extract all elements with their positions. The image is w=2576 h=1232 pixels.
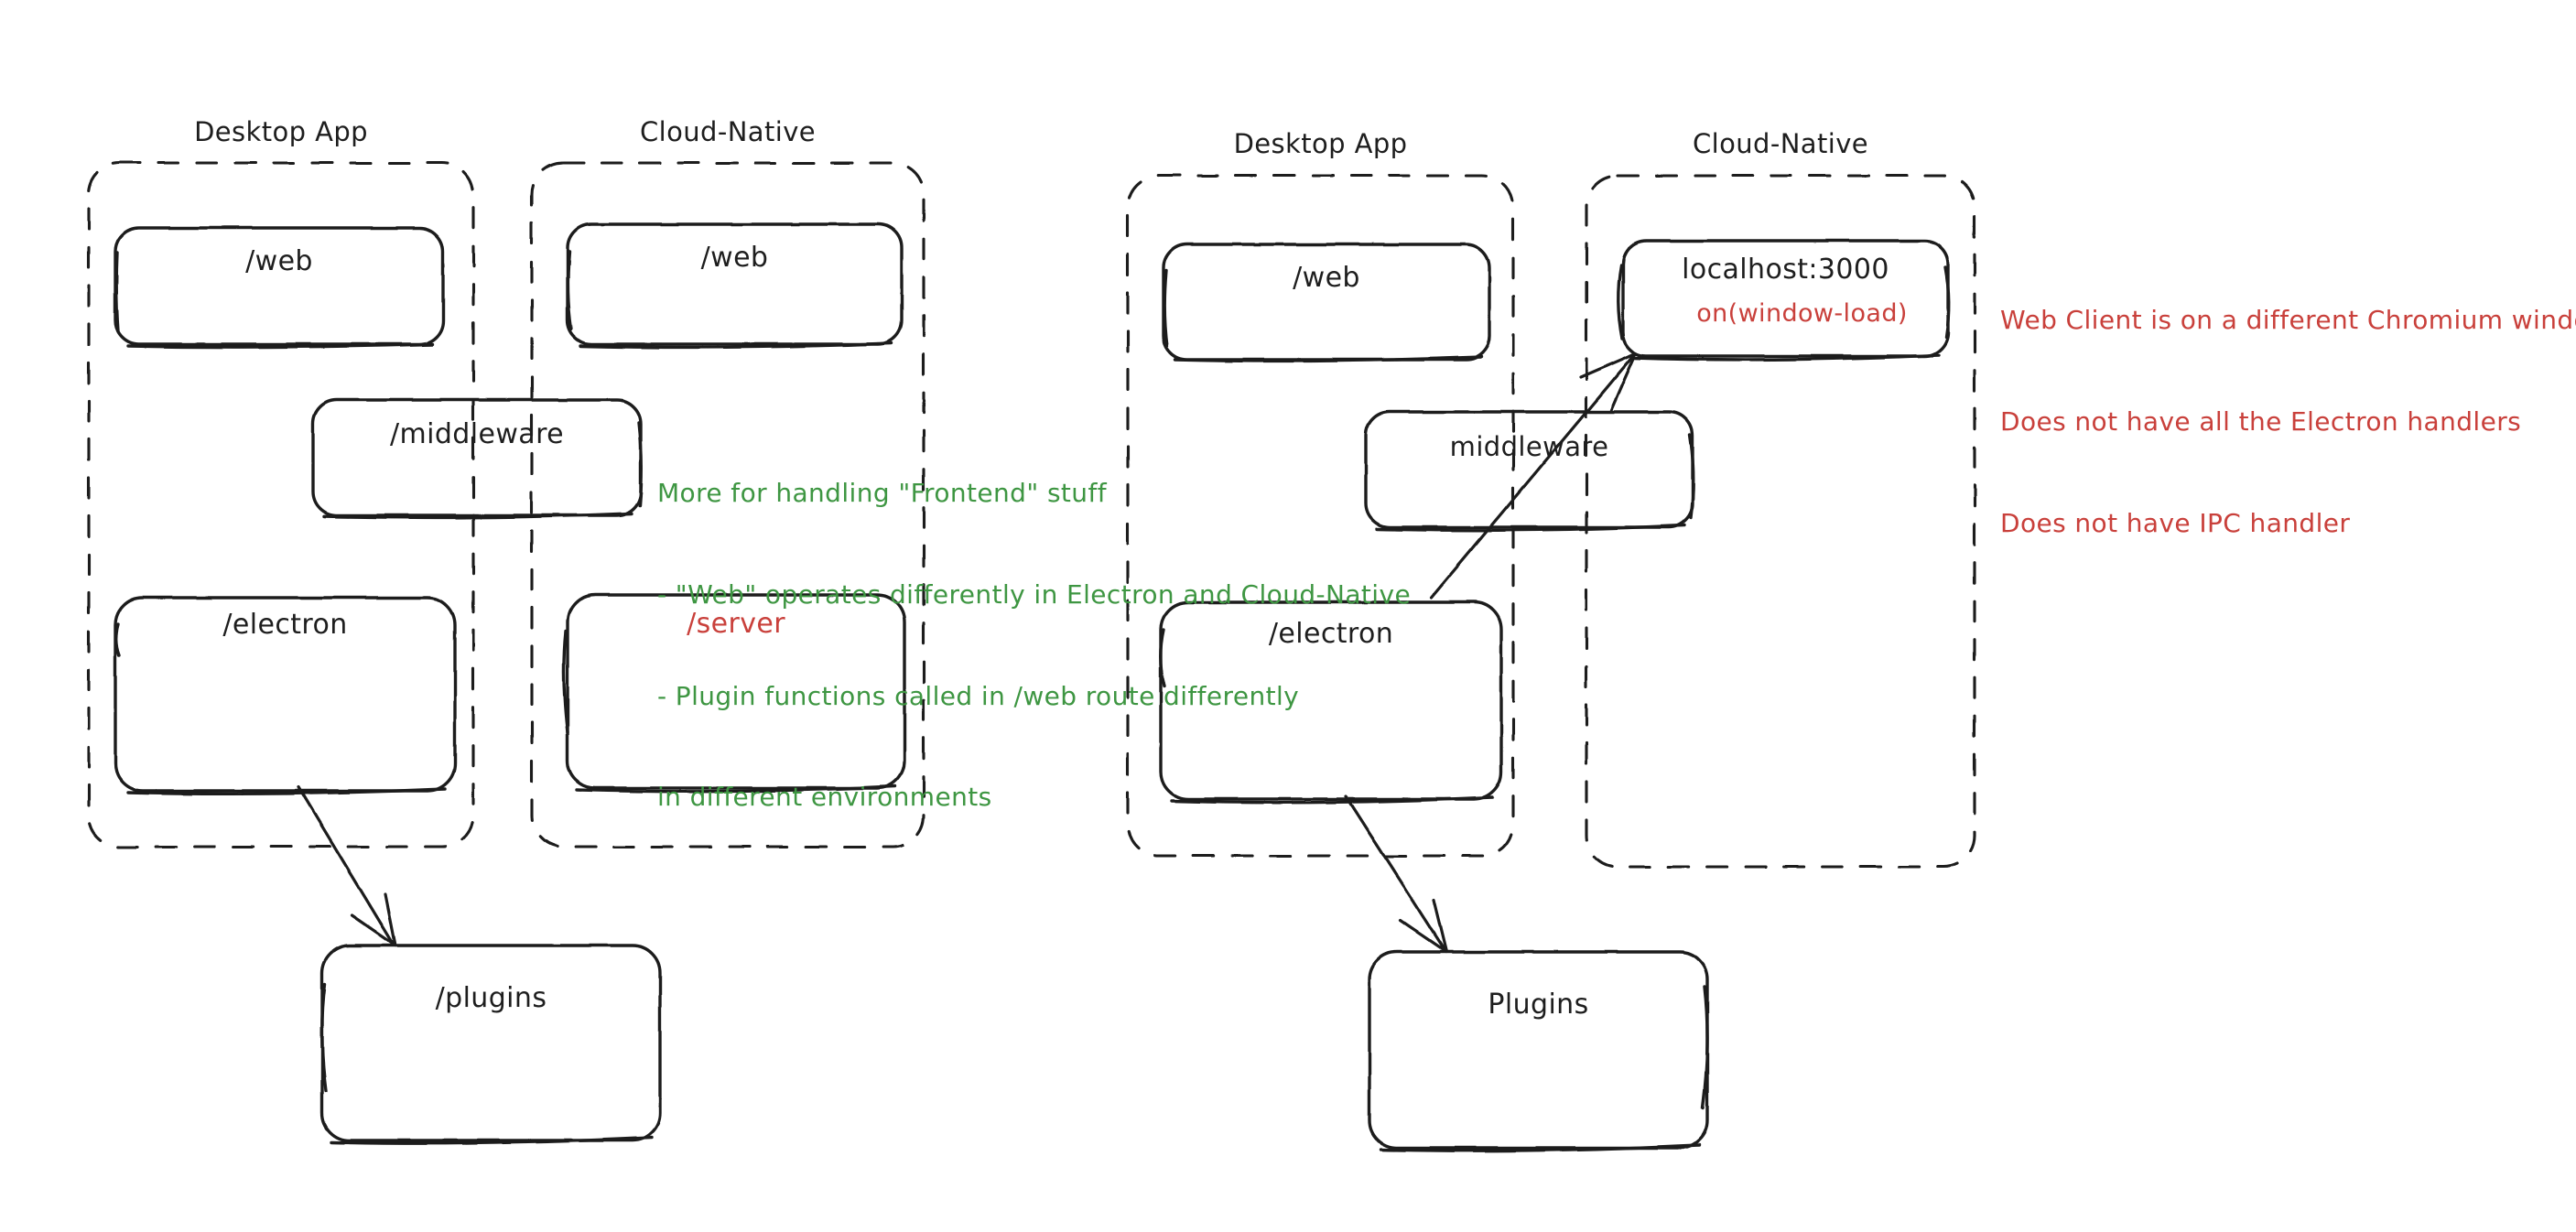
right-electron-label: /electron	[1268, 618, 1394, 650]
right-desktop-group-outline	[1126, 174, 1515, 858]
left-middleware-label: /middleware	[390, 418, 564, 450]
right-localhost-label: localhost:3000	[1682, 254, 1889, 286]
right-annotation-line-2: Does not have all the Electron handlers	[2000, 405, 2522, 437]
left-cloud-group-outline	[530, 161, 925, 848]
left-electron-box-outline	[114, 596, 457, 796]
left-cloud-web-label: /web	[700, 242, 769, 274]
left-server-box-outline	[562, 593, 906, 794]
left-arrow-electron-to-plugins	[297, 785, 397, 947]
left-cloud-web-box-outline	[566, 222, 904, 350]
left-server-label: /server	[687, 608, 785, 640]
left-desktop-group-label: Desktop App	[194, 116, 368, 147]
right-desktop-web-label: /web	[1293, 262, 1360, 294]
left-annotation-note: More for handling "Frontend" stuff - "We…	[657, 409, 1411, 882]
right-plugins-box-outline	[1368, 950, 1709, 1152]
left-annotation-line-1: More for handling "Frontend" stuff	[657, 477, 1107, 508]
left-annotation-line-4: in different environments	[657, 782, 992, 813]
right-arrow-electron-to-localhost	[1429, 351, 1638, 600]
left-annotation-line-2: - "Web" operates differently in Electron…	[657, 578, 1412, 610]
right-annotation-line-3: Does not have IPC handler	[2000, 507, 2351, 538]
right-annotation-line-1: Web Client is on a different Chromium wi…	[2000, 304, 2576, 335]
right-desktop-web-box-outline	[1162, 243, 1491, 363]
right-localhost-box-outline	[1617, 239, 1951, 362]
right-electron-box-outline	[1159, 600, 1503, 805]
right-plugins-label: Plugins	[1488, 989, 1589, 1021]
left-plugins-label: /plugins	[435, 982, 547, 1014]
left-plugins-box-outline	[320, 944, 662, 1145]
right-cloud-group-outline	[1585, 174, 1976, 869]
left-desktop-group-outline	[87, 161, 475, 848]
left-annotation-line-3: - Plugin functions called in /web route …	[657, 680, 1300, 711]
right-middleware-label: middleware	[1449, 431, 1609, 462]
right-cloud-group-label: Cloud-Native	[1693, 128, 1868, 159]
left-desktop-web-box-outline	[114, 226, 445, 349]
left-desktop-web-label: /web	[245, 245, 313, 277]
left-cloud-group-label: Cloud-Native	[640, 116, 816, 147]
right-arrow-electron-to-plugins	[1344, 794, 1448, 954]
right-annotation-note: Web Client is on a different Chromium wi…	[2000, 236, 2576, 608]
right-middleware-box-outline	[1364, 410, 1695, 533]
left-electron-label: /electron	[222, 609, 348, 641]
right-localhost-sublabel: on(window-load)	[1696, 299, 1908, 328]
left-middleware-box-outline	[311, 398, 644, 520]
right-desktop-group-label: Desktop App	[1233, 128, 1408, 159]
